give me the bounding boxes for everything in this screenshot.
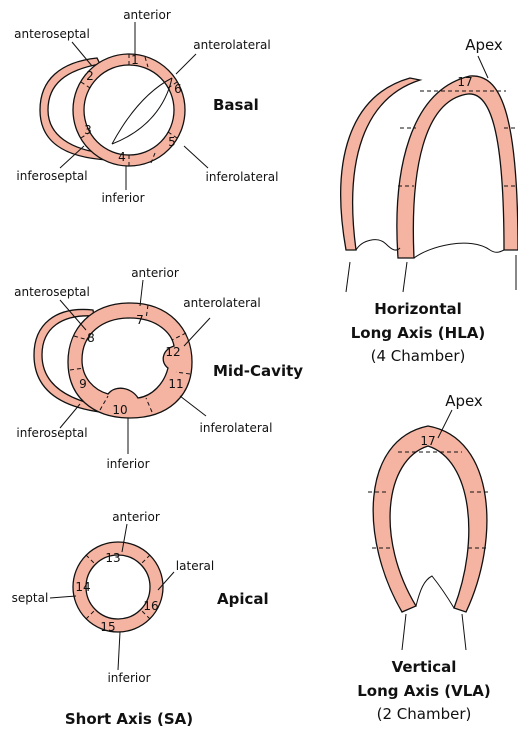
vla-apex-label: Apex: [445, 392, 483, 410]
mid-seg-8: 8: [87, 331, 95, 345]
apical-label-anterior: anterior: [112, 510, 160, 524]
mid-seg-9: 9: [79, 377, 87, 391]
mid-label-anteroseptal: anteroseptal: [14, 285, 90, 299]
vla-subtitle: (2 Chamber): [377, 705, 472, 723]
apical-seg-15: 15: [100, 620, 115, 634]
apical-seg-14: 14: [75, 580, 90, 594]
leader-line: [176, 54, 196, 74]
mid-ring-group: 7 8 9 10 11 12 anterior anterolateral an…: [14, 266, 303, 471]
leader-line: [180, 396, 206, 416]
hla-group: 17 Apex Horizontal Long Axis (HLA) (4 Ch…: [341, 36, 518, 365]
hla-lv-wall: [397, 76, 518, 258]
vla-title-1: Vertical: [392, 658, 457, 676]
mid-seg-7: 7: [136, 313, 144, 327]
hla-vessel: [346, 262, 350, 292]
leader-line: [50, 596, 76, 598]
hla-seg-17: 17: [457, 75, 472, 89]
hla-title-1: Horizontal: [374, 300, 462, 318]
apical-title: Apical: [217, 590, 269, 608]
mid-seg-11: 11: [168, 377, 183, 391]
vla-base-line: [416, 576, 454, 608]
leader-line: [184, 318, 210, 346]
basal-seg-5: 5: [168, 135, 176, 149]
leader-line: [184, 146, 208, 168]
hla-apex-label: Apex: [465, 36, 503, 54]
basal-ring-group: 1 2 3 4 5 6 anterior anterolateral anter…: [14, 8, 278, 205]
basal-lv-inner: [84, 65, 174, 155]
basal-title: Basal: [213, 96, 259, 114]
vla-vessel: [462, 614, 466, 650]
basal-label-inferoseptal: inferoseptal: [16, 169, 87, 183]
vla-title-2: Long Axis (VLA): [357, 682, 491, 700]
basal-label-inferior: inferior: [101, 191, 144, 205]
leader-line: [140, 280, 143, 306]
basal-label-inferolateral: inferolateral: [206, 170, 279, 184]
apical-ring-group: 13 14 15 16 anterior lateral septal infe…: [12, 510, 269, 685]
vla-wall: [373, 426, 487, 612]
basal-seg-2: 2: [86, 69, 94, 83]
basal-seg-6: 6: [174, 82, 182, 96]
basal-label-anterolateral: anterolateral: [193, 38, 270, 52]
apical-label-septal: septal: [12, 591, 49, 605]
mid-label-anterior: anterior: [131, 266, 179, 280]
vla-vessel: [402, 614, 406, 650]
mid-label-anterolateral: anterolateral: [183, 296, 260, 310]
hla-title-2: Long Axis (HLA): [351, 324, 486, 342]
leader-line: [118, 632, 120, 670]
apical-label-inferior: inferior: [107, 671, 150, 685]
basal-seg-3: 3: [84, 123, 92, 137]
mid-label-inferoseptal: inferoseptal: [16, 426, 87, 440]
hla-base-line: [356, 240, 400, 250]
mid-seg-10: 10: [112, 403, 127, 417]
leader-line: [478, 56, 488, 78]
hla-vessel: [403, 262, 407, 292]
vla-seg-17: 17: [420, 434, 435, 448]
leader-line: [60, 404, 80, 428]
mid-title: Mid-Cavity: [213, 362, 303, 380]
hla-base-line-2: [414, 243, 504, 258]
apical-seg-16: 16: [143, 599, 158, 613]
basal-seg-4: 4: [118, 150, 126, 164]
vla-group: 17 Apex Vertical Long Axis (VLA) (2 Cham…: [357, 392, 491, 723]
apical-label-lateral: lateral: [176, 559, 214, 573]
short-axis-title: Short Axis (SA): [65, 710, 193, 728]
basal-label-anterior: anterior: [123, 8, 171, 22]
basal-label-anteroseptal: anteroseptal: [14, 27, 90, 41]
apical-seg-13: 13: [105, 551, 120, 565]
basal-seg-1: 1: [131, 53, 139, 67]
mid-label-inferior: inferior: [106, 457, 149, 471]
hla-subtitle: (4 Chamber): [371, 347, 466, 365]
mid-label-inferolateral: inferolateral: [200, 421, 273, 435]
mid-seg-12: 12: [165, 345, 180, 359]
